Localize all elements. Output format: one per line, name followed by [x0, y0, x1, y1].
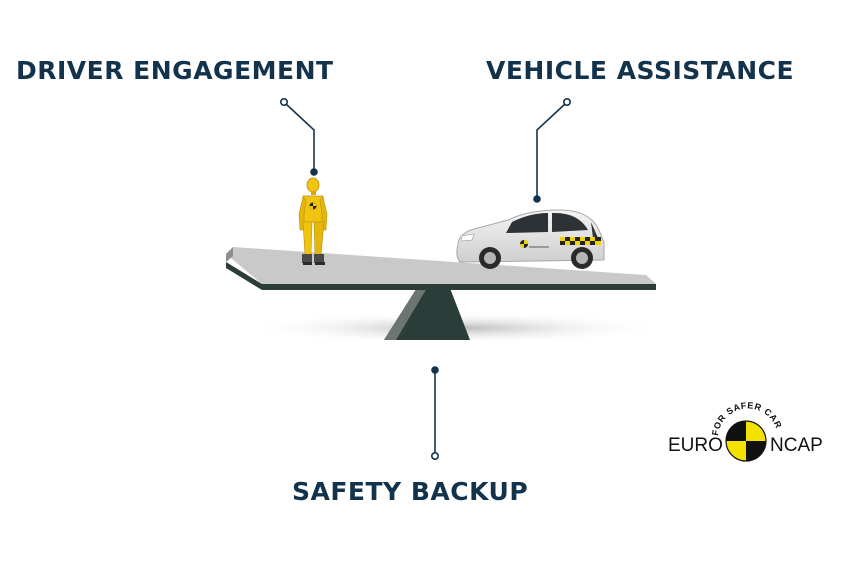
test-car — [456, 209, 605, 269]
euro-ncap-emblem-icon — [725, 420, 767, 462]
car-checker-stripe — [560, 237, 601, 245]
vehicle-connector — [533, 98, 571, 203]
crash-test-dummy — [298, 177, 328, 265]
svg-text:FOR SAFER CARS: FOR SAFER CARS — [700, 398, 784, 436]
logo-ncap-text: NCAP — [770, 435, 823, 456]
safety-backup-label: SAFETY BACKUP — [292, 477, 529, 506]
driver-engagement-label: DRIVER ENGAGEMENT — [16, 56, 334, 85]
logo-euro-text: EURO — [668, 435, 723, 456]
logo-tagline: FOR SAFER CARS — [700, 398, 784, 436]
seesaw-plank-front — [226, 262, 656, 290]
seesaw-plank-top — [226, 247, 656, 284]
driver-connector — [279, 98, 318, 176]
seesaw-fulcrum — [384, 283, 470, 340]
seesaw-fulcrum-left-face — [384, 283, 430, 340]
safety-connector — [430, 366, 439, 460]
logo-tagline-text: FOR SAFER CARS — [700, 398, 783, 436]
vehicle-assistance-label: VEHICLE ASSISTANCE — [486, 56, 795, 85]
seesaw-plank-left-end — [226, 247, 233, 262]
